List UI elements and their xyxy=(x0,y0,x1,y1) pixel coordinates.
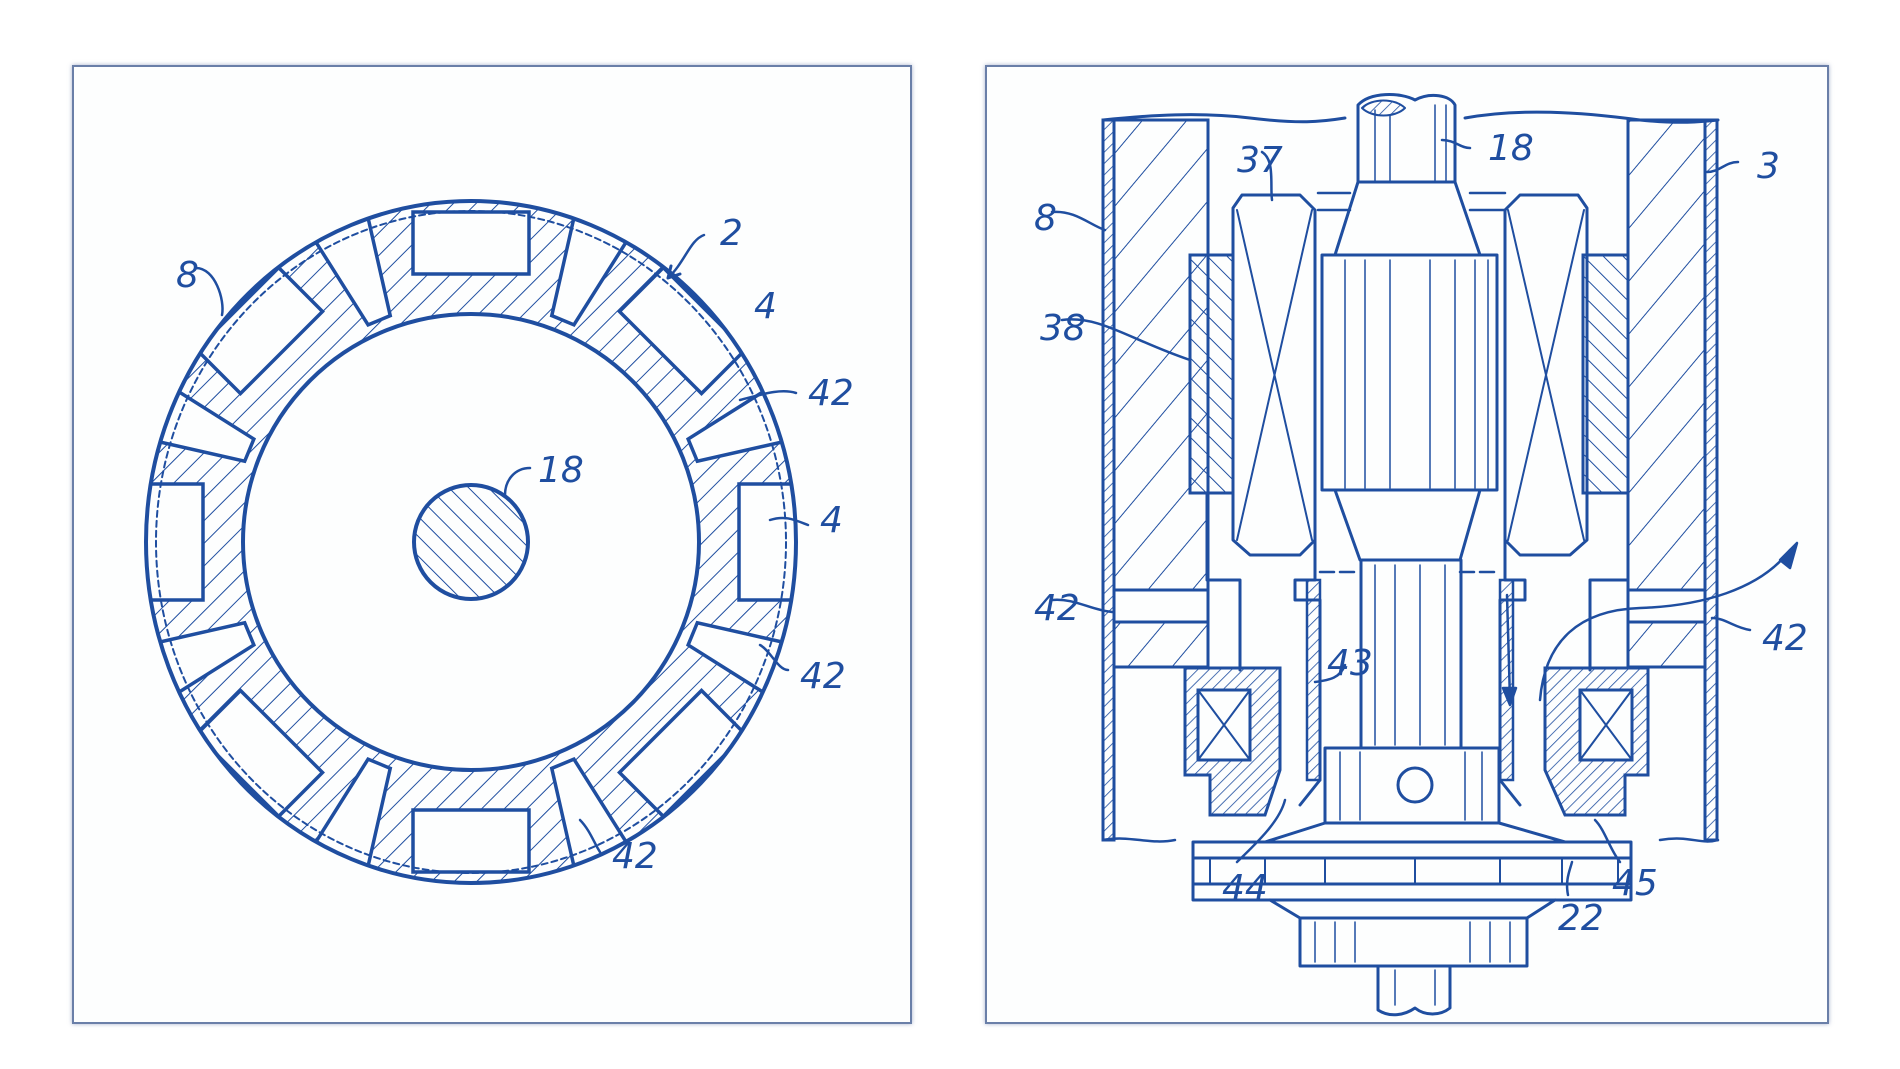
leader-42-bottom xyxy=(578,818,602,854)
label-44: 44 xyxy=(1222,868,1268,909)
labels-longitudinal-section: 18 37 3 8 38 42 43 42 44 45 22 xyxy=(1034,128,1808,939)
label-45: 45 xyxy=(1612,863,1658,904)
flow-arrow-down xyxy=(1505,593,1512,702)
leader-8 xyxy=(194,266,224,317)
flow-arrow-out xyxy=(1538,548,1792,702)
label-8: 8 xyxy=(1034,198,1057,239)
label-42: 42 xyxy=(1034,588,1080,629)
longitudinal-section-drawing xyxy=(1050,93,1799,1017)
label-42: 42 xyxy=(808,373,854,414)
shaft-section xyxy=(412,483,530,601)
label-2: 2 xyxy=(720,213,743,254)
label-4: 4 xyxy=(754,286,777,327)
leader-42-mid xyxy=(758,643,790,672)
leader-18 xyxy=(503,466,532,497)
stator-ring-hatch xyxy=(146,201,797,883)
label-4: 4 xyxy=(820,500,843,541)
label-42: 42 xyxy=(612,836,658,877)
leader-2 xyxy=(666,233,706,280)
label-3: 3 xyxy=(1757,146,1780,187)
label-8: 8 xyxy=(176,255,199,296)
leader-4 xyxy=(768,516,810,527)
label-37: 37 xyxy=(1237,140,1283,181)
cross-section-drawing xyxy=(144,199,810,885)
label-18: 18 xyxy=(1488,128,1534,169)
label-43: 43 xyxy=(1327,643,1373,684)
leader-42-top xyxy=(738,390,798,402)
label-22: 22 xyxy=(1558,898,1604,939)
label-18: 18 xyxy=(538,450,584,491)
label-42: 42 xyxy=(800,656,846,697)
label-42: 42 xyxy=(1762,618,1808,659)
labels-cross-section: 2 8 4 42 18 4 42 42 xyxy=(176,213,854,877)
label-38: 38 xyxy=(1040,308,1086,349)
